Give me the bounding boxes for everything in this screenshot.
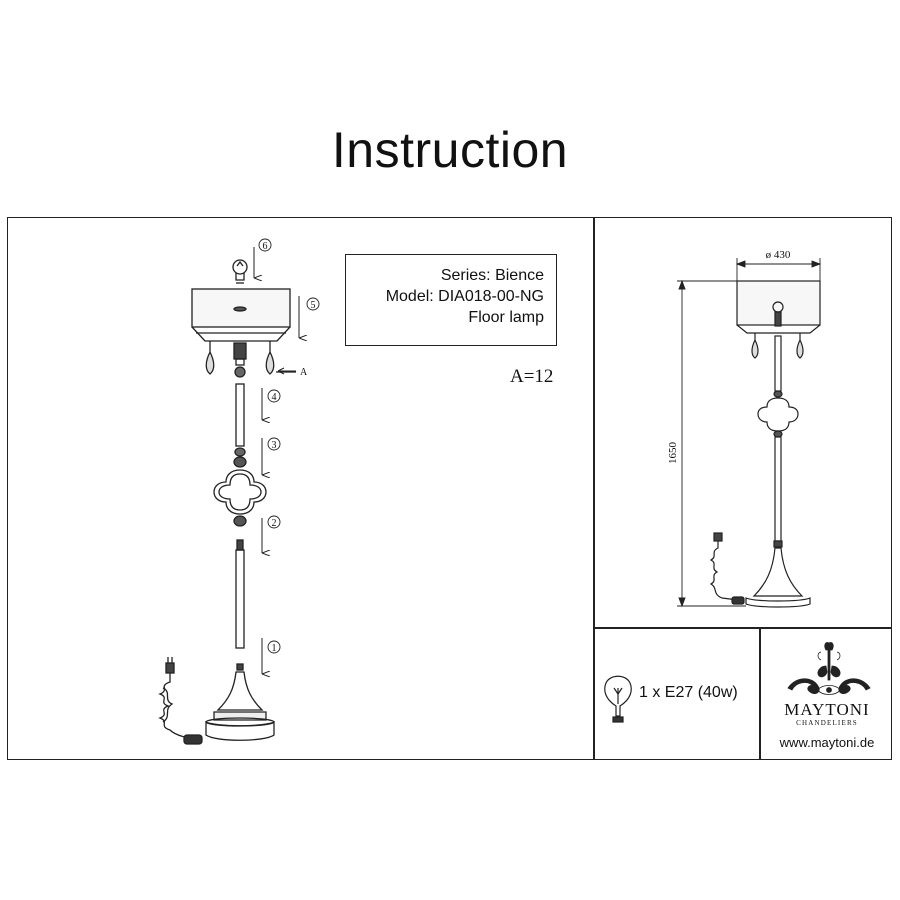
step-arrows (253, 247, 299, 674)
product-type-label: Floor lamp (468, 309, 544, 326)
crystal-drop-parts (205, 341, 296, 375)
product-info-box: Series: Bience Model: DIA018-00-NG Floor… (345, 254, 557, 346)
lampshade-part (191, 288, 291, 342)
svg-text:1: 1 (272, 643, 277, 654)
svg-text:3: 3 (272, 440, 277, 451)
bulb-icon (604, 675, 632, 723)
step-5-label: 5 (306, 297, 320, 311)
svg-text:6: 6 (263, 241, 268, 252)
svg-text:4: 4 (272, 392, 277, 403)
socket-part (233, 342, 247, 378)
brand-name: MAYTONI (784, 700, 870, 719)
exploded-lamp-drawing (158, 259, 296, 745)
brand-subtitle: CHANDELIERS (796, 719, 858, 727)
lower-tube-part (235, 539, 245, 671)
step-6-label: 6 (258, 238, 272, 252)
drawing-frame (7, 217, 892, 760)
divider-vertical-main (593, 217, 595, 760)
bulb-spec-text: 1 x E27 (40w) (639, 684, 738, 701)
step-1-label: 1 (267, 640, 281, 654)
callout-a-label: A (300, 367, 308, 378)
diameter-dimension: ø 430 (766, 249, 791, 261)
step-4-label: 4 (267, 389, 281, 403)
dimension-lines (677, 258, 822, 608)
crystal-quantity-label: A=12 (510, 366, 554, 387)
maytoni-logo-icon (787, 642, 871, 695)
height-dimension: 1650 (667, 442, 679, 465)
divider-vertical-footer (759, 627, 761, 760)
website-link[interactable]: www.maytoni.de (779, 735, 875, 750)
step-labels: 6 5 4 3 2 1 A (258, 238, 320, 654)
step-2-label: 2 (267, 515, 281, 529)
step-3-label: 3 (267, 437, 281, 451)
assembled-lamp-drawing (709, 280, 821, 608)
divider-horizontal-right (593, 627, 892, 629)
bulb-part (232, 259, 248, 284)
svg-text:5: 5 (311, 300, 316, 311)
ornament-part (213, 456, 267, 527)
model-label: Model: DIA018-00-NG (385, 288, 544, 305)
series-label: Series: Bience (440, 267, 544, 284)
svg-text:2: 2 (272, 518, 277, 529)
upper-tube-part (234, 383, 246, 457)
page-title: Instruction (331, 122, 569, 178)
base-part (205, 671, 275, 741)
power-cord (158, 657, 203, 745)
